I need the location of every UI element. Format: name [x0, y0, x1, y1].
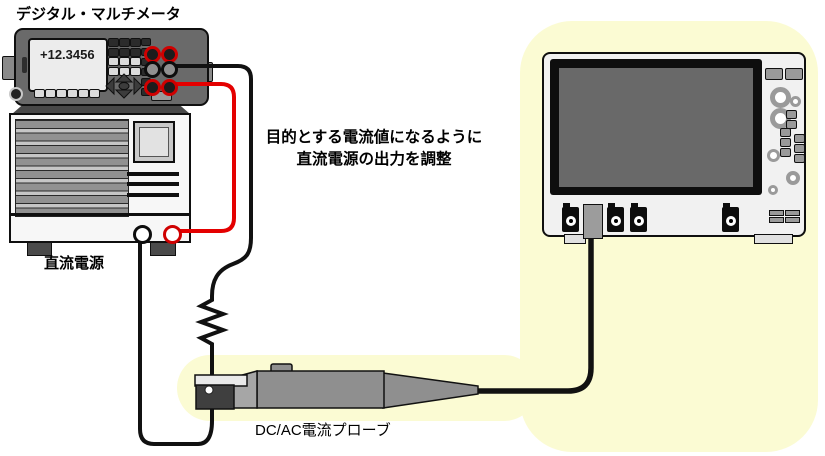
bnc-input-ch3	[630, 203, 647, 232]
control-knob	[770, 87, 791, 108]
keypad-button	[108, 38, 119, 47]
softkey-button	[89, 89, 100, 98]
annotation-line2: 直流電源の出力を調整	[296, 151, 452, 168]
digital-multimeter: +12.3456	[2, 26, 214, 118]
keypad-button	[130, 38, 141, 47]
dpad-navigation	[105, 73, 143, 99]
control-knob-medium	[786, 171, 800, 185]
keypad-button	[108, 48, 119, 57]
multimeter-side-slot	[22, 57, 27, 73]
softkey-button	[78, 89, 89, 98]
highlight-region-probe	[177, 355, 537, 421]
bnc-input-ch2	[607, 203, 624, 232]
bnc-input-aux	[722, 203, 739, 232]
keypad-button	[108, 67, 119, 76]
io-slot	[769, 217, 784, 223]
multimeter-terminal-black	[143, 60, 161, 78]
probe-connector-plug	[583, 204, 603, 239]
multimeter-terminal-black	[160, 60, 178, 78]
annotation-line1: 目的とする電流値になるように	[265, 129, 483, 146]
io-slot	[769, 210, 784, 216]
menu-button	[785, 68, 803, 80]
power-supply-terminal-positive	[162, 224, 182, 244]
multimeter-terminal-red	[160, 78, 178, 96]
power-supply-foot	[27, 242, 52, 256]
keypad-button	[108, 57, 119, 66]
keypad-button	[119, 57, 130, 66]
panel-button	[786, 120, 797, 129]
multimeter-terminal-red	[143, 78, 161, 96]
panel-divider	[11, 213, 189, 216]
menu-button	[765, 68, 783, 80]
power-supply-foot	[150, 242, 176, 256]
panel-button	[794, 134, 805, 143]
multimeter-terminal-red	[160, 45, 178, 63]
power-supply-display	[133, 121, 175, 163]
panel-button	[786, 110, 797, 119]
power-supply-terminal-negative	[132, 224, 152, 244]
keypad-button	[119, 48, 130, 57]
control-knob-small	[790, 96, 801, 107]
io-slot	[785, 217, 800, 223]
panel-line	[127, 193, 179, 197]
keypad-button	[119, 38, 130, 47]
adjustment-annotation: 目的とする電流値になるように 直流電源の出力を調整	[245, 127, 503, 171]
softkey-button	[56, 89, 67, 98]
panel-button	[780, 138, 791, 147]
oscilloscope-foot	[754, 234, 793, 244]
control-knob-medium	[767, 149, 780, 162]
control-knob-small	[768, 185, 778, 195]
panel-line	[127, 182, 179, 186]
vent-grille	[15, 119, 129, 217]
panel-button	[794, 144, 805, 153]
panel-button	[780, 128, 791, 137]
bnc-input-ch1	[562, 203, 579, 232]
keypad-button	[130, 48, 141, 57]
softkey-button	[45, 89, 56, 98]
multimeter-display: +12.3456	[28, 38, 108, 92]
multimeter-terminal-red	[143, 45, 161, 63]
power-supply-label: 直流電源	[44, 255, 105, 272]
multimeter-display-value: +12.3456	[40, 47, 95, 62]
softkey-button	[67, 89, 78, 98]
keypad-button	[130, 57, 141, 66]
multimeter-label: デジタル・マルチメータ	[16, 6, 181, 23]
probe-label: DC/AC電流プローブ	[255, 422, 391, 439]
panel-button	[780, 148, 791, 157]
io-slot	[785, 210, 800, 216]
oscilloscope	[542, 52, 806, 244]
dc-power-supply	[9, 113, 191, 256]
panel-line	[127, 172, 179, 176]
oscilloscope-screen	[559, 68, 753, 187]
softkey-button	[34, 89, 45, 98]
power-button	[9, 87, 23, 101]
function-button	[141, 38, 151, 46]
panel-button	[794, 154, 805, 163]
